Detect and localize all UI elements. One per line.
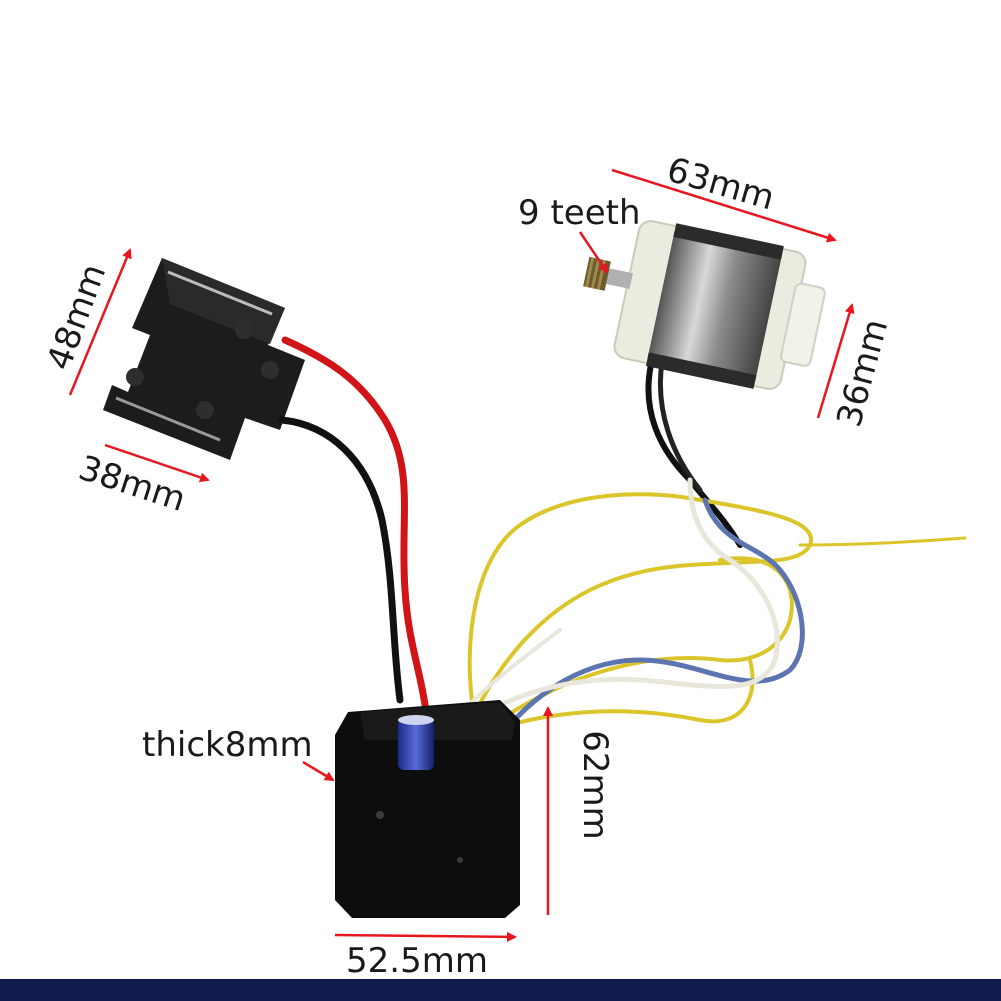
board-width-label: 52.5mm bbox=[346, 941, 488, 981]
board-height-label: 62mm bbox=[574, 730, 615, 840]
controller-board-icon bbox=[335, 700, 520, 918]
board-thickness-label: thick8mm bbox=[142, 725, 313, 765]
dc-motor-icon bbox=[583, 220, 826, 390]
measurement-arrow-icon bbox=[68, 168, 855, 942]
motor-teeth-label: 9 teeth bbox=[518, 193, 641, 233]
switch-module-icon bbox=[103, 258, 305, 460]
bottom-band bbox=[0, 979, 1001, 1001]
wire-harness bbox=[278, 336, 967, 763]
